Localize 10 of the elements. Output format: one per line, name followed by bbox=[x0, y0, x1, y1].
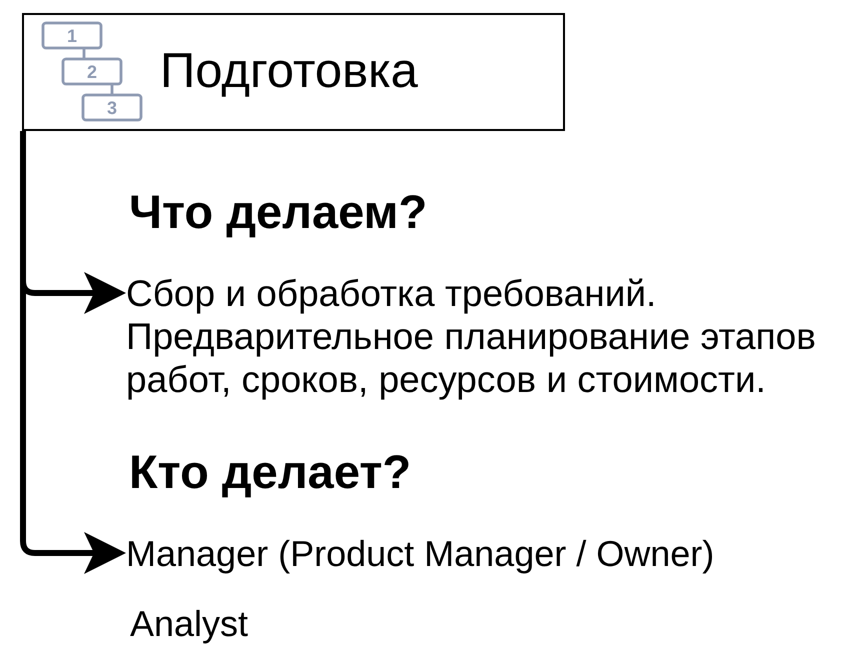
title-box bbox=[22, 13, 565, 131]
step-number: 3 bbox=[107, 98, 117, 116]
step-number: 1 bbox=[67, 26, 77, 44]
role-text: Analyst bbox=[130, 602, 248, 645]
section-heading: Что делаем? bbox=[129, 185, 428, 239]
role-text: Manager (Product Manager / Owner) bbox=[126, 532, 841, 575]
description-text: Сбор и обработка требований. Предварительное планирование этапов работ, сроков, ресурсов и стоимости. bbox=[126, 272, 848, 401]
section-heading: Кто делает? bbox=[129, 445, 412, 499]
step-number: 2 bbox=[87, 62, 97, 80]
title-text: Подготовка bbox=[160, 44, 418, 99]
